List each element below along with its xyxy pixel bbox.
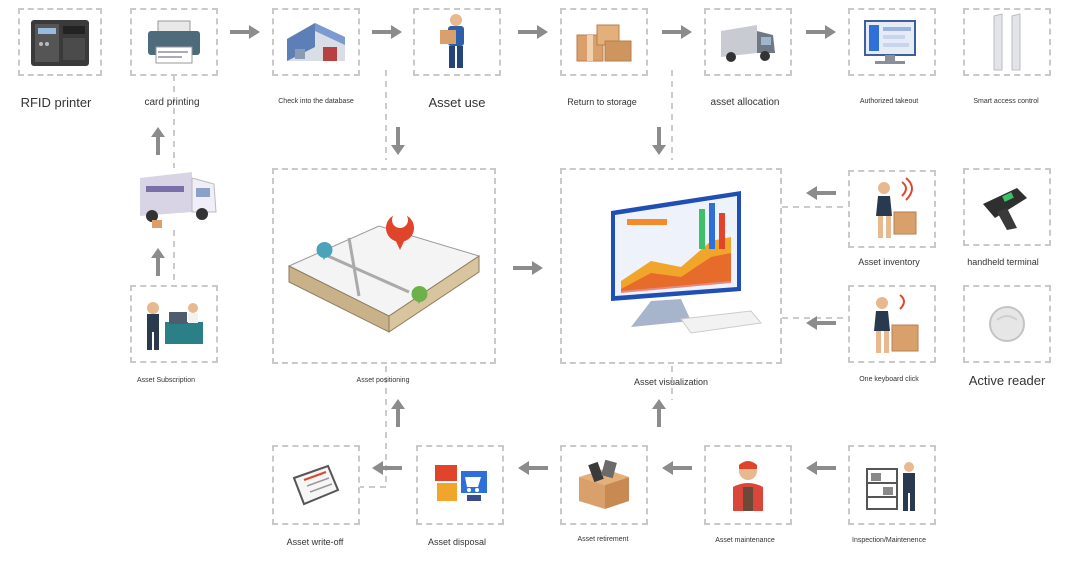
retirement-box-icon bbox=[579, 459, 629, 509]
asset-inventory-box bbox=[848, 170, 936, 248]
arrow-down-icon bbox=[391, 127, 405, 155]
asset-disposal-box bbox=[416, 445, 504, 525]
smart-access-box bbox=[963, 8, 1051, 76]
smart-access-label: Smart access control bbox=[973, 98, 1039, 105]
active-reader-label: Active reader bbox=[968, 373, 1046, 388]
one-keyboard-click-box bbox=[848, 285, 936, 363]
check-into-db-label: Check into the database bbox=[278, 98, 354, 105]
arrow-left-icon bbox=[518, 461, 548, 475]
inspector-rack-icon bbox=[866, 462, 915, 511]
floor-plan-map-icon bbox=[287, 212, 481, 333]
asset-retirement-box bbox=[560, 445, 648, 525]
asset-use-label: Asset use bbox=[428, 95, 486, 110]
printer-device-icon bbox=[31, 20, 89, 66]
rfid-printer-box bbox=[18, 8, 102, 76]
arrow-down-icon bbox=[652, 127, 666, 155]
arrow-right-icon bbox=[372, 25, 402, 39]
arrow-right-icon bbox=[513, 261, 543, 275]
asset-disposal-label: Asset disposal bbox=[427, 537, 487, 547]
scanning-person-icon-2 bbox=[874, 294, 919, 353]
check-into-db-box bbox=[272, 8, 360, 76]
arrow-right-icon bbox=[518, 25, 548, 39]
worker-carrying-box-icon bbox=[440, 14, 464, 68]
asset-subscription-label: Asset Subscription bbox=[137, 377, 195, 384]
monitor-dashboard-icon bbox=[864, 20, 916, 64]
asset-inventory-label: Asset inventory bbox=[858, 257, 920, 267]
inspection-maintenance-label: Inspection/Maintenence bbox=[852, 537, 926, 544]
shopping-cart-icon bbox=[435, 465, 487, 501]
arrow-left-icon bbox=[372, 461, 402, 475]
arrow-left-icon bbox=[806, 186, 836, 200]
rfid-printer-label: RFID printer bbox=[20, 95, 92, 110]
asset-write-off-box bbox=[272, 445, 360, 525]
arrow-left-icon bbox=[662, 461, 692, 475]
one-keyboard-click-label: One keyboard click bbox=[859, 376, 919, 383]
asset-visualization-label: Asset visualization bbox=[633, 377, 709, 387]
mechanic-icon bbox=[733, 461, 763, 511]
handheld-scanner-icon bbox=[983, 188, 1027, 230]
asset-positioning-label: Asset positioning bbox=[356, 377, 410, 384]
delivery-truck-icon bbox=[721, 25, 775, 62]
warehouse-icon bbox=[287, 23, 345, 61]
authorized-takeout-label: Authorized takeout bbox=[859, 98, 919, 105]
asset-positioning-box bbox=[272, 168, 496, 364]
arrow-up-icon bbox=[391, 399, 405, 427]
arrow-right-icon bbox=[230, 25, 260, 39]
asset-retirement-label: Asset retirement bbox=[577, 536, 629, 543]
card-printer-icon bbox=[148, 20, 200, 64]
authorized-takeout-box bbox=[848, 8, 936, 76]
office-desk-icon bbox=[147, 302, 203, 350]
arrow-up-icon bbox=[652, 399, 666, 427]
return-to-storage-label: Return to storage bbox=[567, 97, 637, 107]
analytics-monitor-icon bbox=[611, 191, 762, 334]
arrow-left-icon bbox=[806, 461, 836, 475]
return-to-storage-box bbox=[560, 8, 648, 76]
handheld-terminal-label: handheld terminal bbox=[967, 257, 1039, 267]
handheld-terminal-box bbox=[963, 168, 1051, 246]
asset-allocation-label: asset allocation bbox=[710, 97, 780, 108]
arrow-left-icon bbox=[806, 316, 836, 330]
scanning-person-icon bbox=[876, 177, 917, 238]
arrow-right-icon bbox=[806, 25, 836, 39]
access-gate-icon bbox=[993, 13, 1021, 71]
boxes-icon bbox=[576, 24, 632, 62]
arrow-right-icon bbox=[662, 25, 692, 39]
card-printing-box bbox=[130, 8, 218, 76]
asset-visualization-box bbox=[560, 168, 782, 364]
inspection-maintenance-box bbox=[848, 445, 936, 525]
asset-subscription-box bbox=[130, 285, 218, 363]
arrow-up-icon bbox=[151, 248, 165, 276]
delivery-van-icon bbox=[140, 172, 217, 228]
round-reader-icon bbox=[989, 306, 1025, 342]
asset-allocation-box bbox=[704, 8, 792, 76]
arrow-up-icon bbox=[151, 127, 165, 155]
card-printing-label: card printing bbox=[144, 97, 200, 108]
asset-use-box bbox=[413, 8, 501, 76]
asset-maintenance-label: Asset maintenance bbox=[715, 537, 775, 544]
active-reader-box bbox=[963, 285, 1051, 363]
asset-write-off-label: Asset write-off bbox=[286, 537, 344, 547]
clipboard-icon bbox=[292, 464, 340, 506]
asset-maintenance-box bbox=[704, 445, 792, 525]
